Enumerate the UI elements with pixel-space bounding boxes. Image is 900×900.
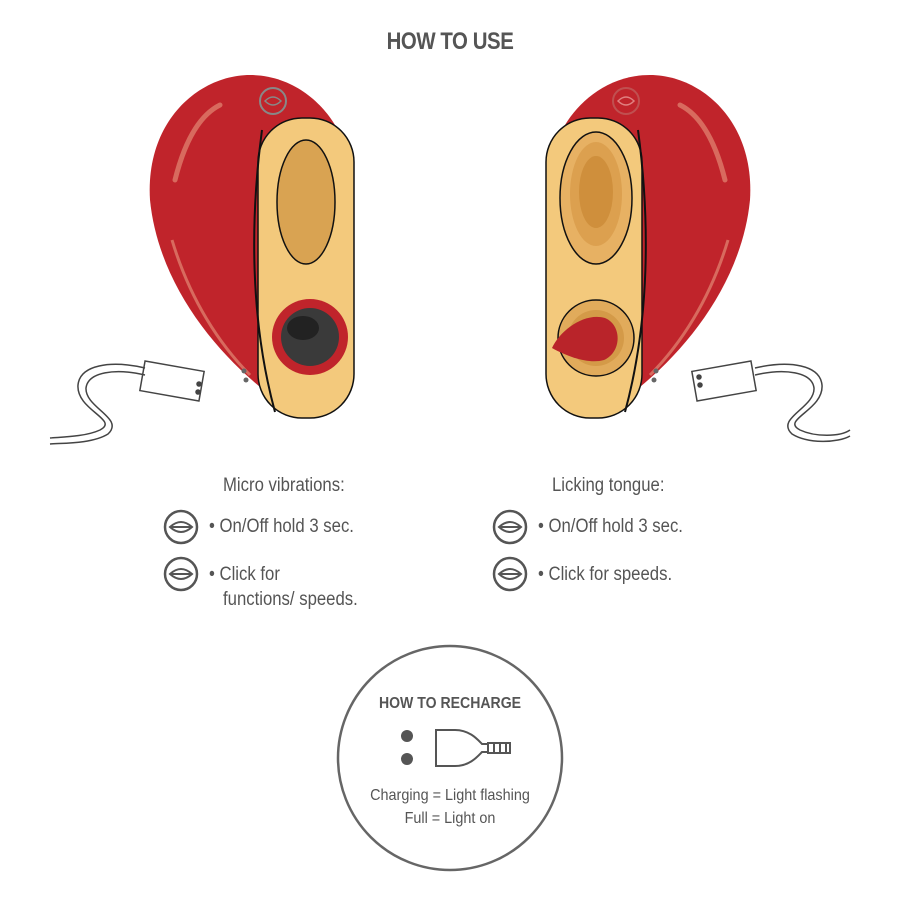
recharge-circle <box>336 644 564 872</box>
lips-button-icon <box>163 509 199 545</box>
right-device-illustration <box>545 75 851 443</box>
right-charging-cable-icon <box>690 360 851 443</box>
left-device-illustration <box>49 75 355 445</box>
right-instruction-1: • On/Off hold 3 sec. <box>538 516 683 537</box>
recharge-full-text: Full = Light on <box>404 810 496 827</box>
left-instruction-1: • On/Off hold 3 sec. <box>209 516 354 537</box>
tongue-icon <box>552 316 618 362</box>
left-instruction-2: • Click for <box>209 564 280 585</box>
lips-button-icon <box>492 509 528 545</box>
left-device-oval <box>276 139 336 265</box>
page-title: HOW TO USE <box>386 28 514 55</box>
lips-button-icon <box>492 556 528 592</box>
right-instruction-2: • Click for speeds. <box>538 564 673 585</box>
recharge-title: HOW TO RECHARGE <box>378 695 522 712</box>
charger-plug-icon <box>435 729 511 767</box>
charging-contacts-icon <box>401 730 413 765</box>
micro-vibrations-heading: Micro vibrations: <box>223 475 345 496</box>
left-charging-cable-icon <box>49 360 206 445</box>
right-lips-button-icon <box>612 87 640 115</box>
recharge-charging-text: Charging = Light flashing <box>370 787 530 804</box>
licking-tongue-heading: Licking tongue: <box>552 475 665 496</box>
lips-button-icon <box>163 556 199 592</box>
left-instruction-2-cont: functions/ speeds. <box>223 589 358 610</box>
button-icons <box>163 509 528 592</box>
left-lips-button-icon <box>259 87 287 115</box>
